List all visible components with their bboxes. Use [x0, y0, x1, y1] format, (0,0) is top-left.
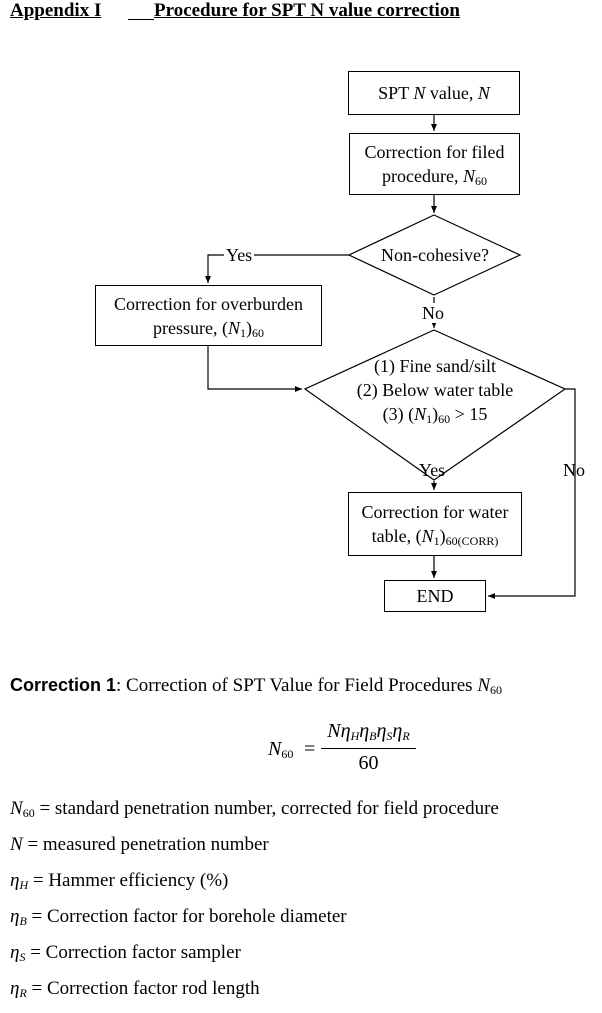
- definition-item: ηB = Correction factor for borehole diam…: [10, 906, 347, 928]
- connector-yes-to-overburden: [205, 254, 349, 283]
- formula-denominator: 60: [358, 752, 379, 774]
- definition-item: ηS = Correction factor sampler: [10, 942, 241, 964]
- box-field-procedure: Correction for filed procedure, N60: [349, 133, 520, 195]
- label-no-right: No: [563, 460, 585, 480]
- definition-item: N = measured penetration number: [10, 834, 269, 855]
- box-spt-value: SPT N value, N: [348, 71, 520, 115]
- formula-n60: N60 = NηHηBηSηR 60: [268, 720, 428, 780]
- formula-numerator: NηHηBηSηR: [327, 720, 410, 743]
- box-overburden-pressure: Correction for overburden pressure, (N1)…: [95, 285, 322, 346]
- diamond-conditions-text: (1) Fine sand/silt (2) Below water table…: [356, 356, 514, 426]
- box-end: END: [384, 580, 486, 612]
- diamond-conditions: [303, 329, 567, 481]
- definition-item: ηH = Hammer efficiency (%): [10, 870, 229, 892]
- correction1-title: Correction 1: Correction of SPT Value fo…: [10, 675, 503, 697]
- formula-fraction-bar: [321, 748, 416, 749]
- diamond-cohesive: [347, 214, 522, 296]
- page-title: Procedure for SPT N value correction: [154, 0, 460, 21]
- label-yes-down: Yes: [419, 460, 446, 480]
- definition-item: ηR = Correction factor rod length: [10, 978, 260, 1000]
- connector-overburden-to-conditions: [207, 346, 302, 392]
- page-header: Appendix I Procedure for SPT N value cor…: [10, 0, 510, 22]
- diamond-cohesive-text: Non-cohesive?: [381, 245, 489, 265]
- formula-equals: =: [304, 738, 316, 760]
- appendix-label: Appendix I: [10, 0, 102, 21]
- formula-lhs: N60: [268, 738, 294, 761]
- flowchart: [205, 115, 576, 599]
- correction1-title-bold: Correction 1: [10, 675, 117, 695]
- definition-item: N60 = standard penetration number, corre…: [10, 798, 499, 820]
- connector-no-to-end: [488, 388, 576, 599]
- definitions-list: N60 = standard penetration number, corre…: [10, 797, 590, 1013]
- label-yes-left: Yes: [224, 245, 255, 265]
- label-no-down: No: [422, 303, 444, 323]
- box-water-table: Correction for water table, (N1)60(CORR): [348, 492, 522, 556]
- header-underline-gap: [128, 0, 154, 20]
